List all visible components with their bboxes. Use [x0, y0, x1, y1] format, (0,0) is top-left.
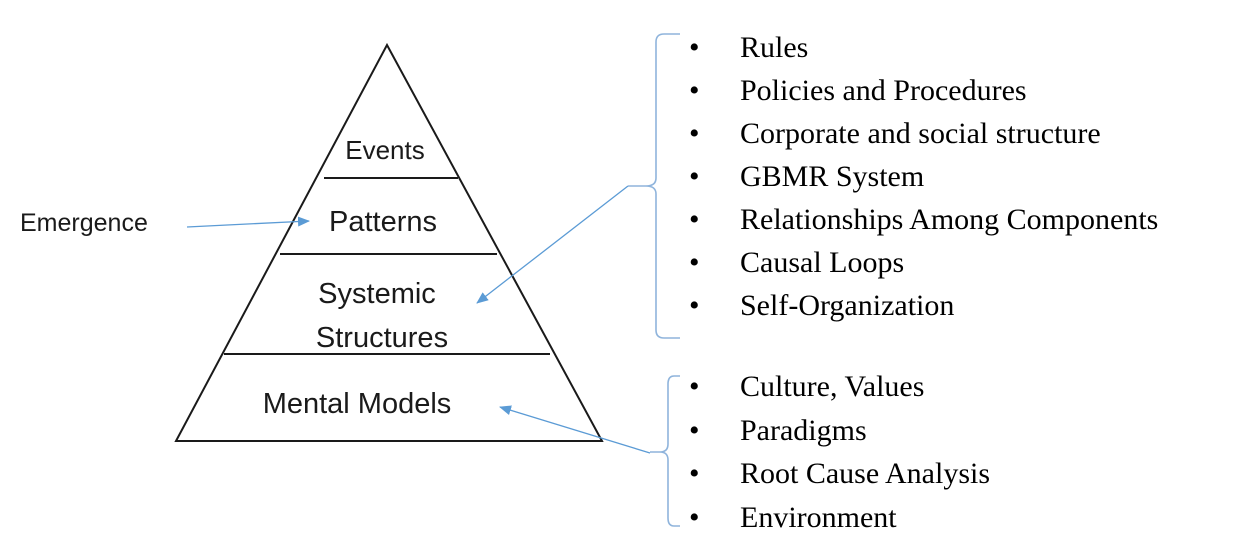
structures-arrow	[476, 185, 629, 304]
bullet: •	[689, 289, 700, 322]
list-item: Root Cause Analysis	[740, 457, 990, 490]
structures-bracket	[628, 33, 680, 339]
mental-models-list: • Culture, Values • Paradigms • Root Cau…	[689, 370, 990, 534]
list-item: Causal Loops	[740, 246, 904, 279]
emergence-arrow	[186, 216, 310, 228]
list-item: Policies and Procedures	[740, 74, 1027, 107]
level-patterns: Patterns	[329, 206, 437, 238]
bullet: •	[689, 457, 700, 490]
list-item: Relationships Among Components	[740, 203, 1158, 236]
list-item: GBMR System	[740, 160, 924, 193]
level-systemic-structures-line-2: Structures	[316, 322, 448, 354]
list-item: Environment	[740, 501, 897, 534]
list-item: Self-Organization	[740, 289, 954, 322]
list-item: Corporate and social structure	[740, 117, 1101, 150]
mental-models-arrow	[499, 405, 651, 454]
bullet: •	[689, 203, 700, 236]
list-item: Paradigms	[740, 414, 867, 447]
level-events: Events	[345, 135, 425, 165]
bullet: •	[689, 160, 700, 193]
level-mental-models: Mental Models	[263, 388, 452, 420]
bullet: •	[689, 414, 700, 447]
bullet: •	[689, 31, 700, 64]
mental-models-bracket	[650, 375, 680, 527]
structures-list: • Rules • Policies and Procedures • Corp…	[689, 31, 1158, 322]
list-item: Culture, Values	[740, 370, 924, 403]
emergence-label: Emergence	[20, 209, 148, 237]
list-item: Rules	[740, 31, 808, 64]
pyramid-outline	[174, 42, 604, 442]
level-systemic-structures-line-1: Systemic	[318, 278, 436, 310]
bullet: •	[689, 117, 700, 150]
bullet: •	[689, 74, 700, 107]
bullet: •	[689, 370, 700, 403]
bullet: •	[689, 501, 700, 534]
bullet: •	[689, 246, 700, 279]
